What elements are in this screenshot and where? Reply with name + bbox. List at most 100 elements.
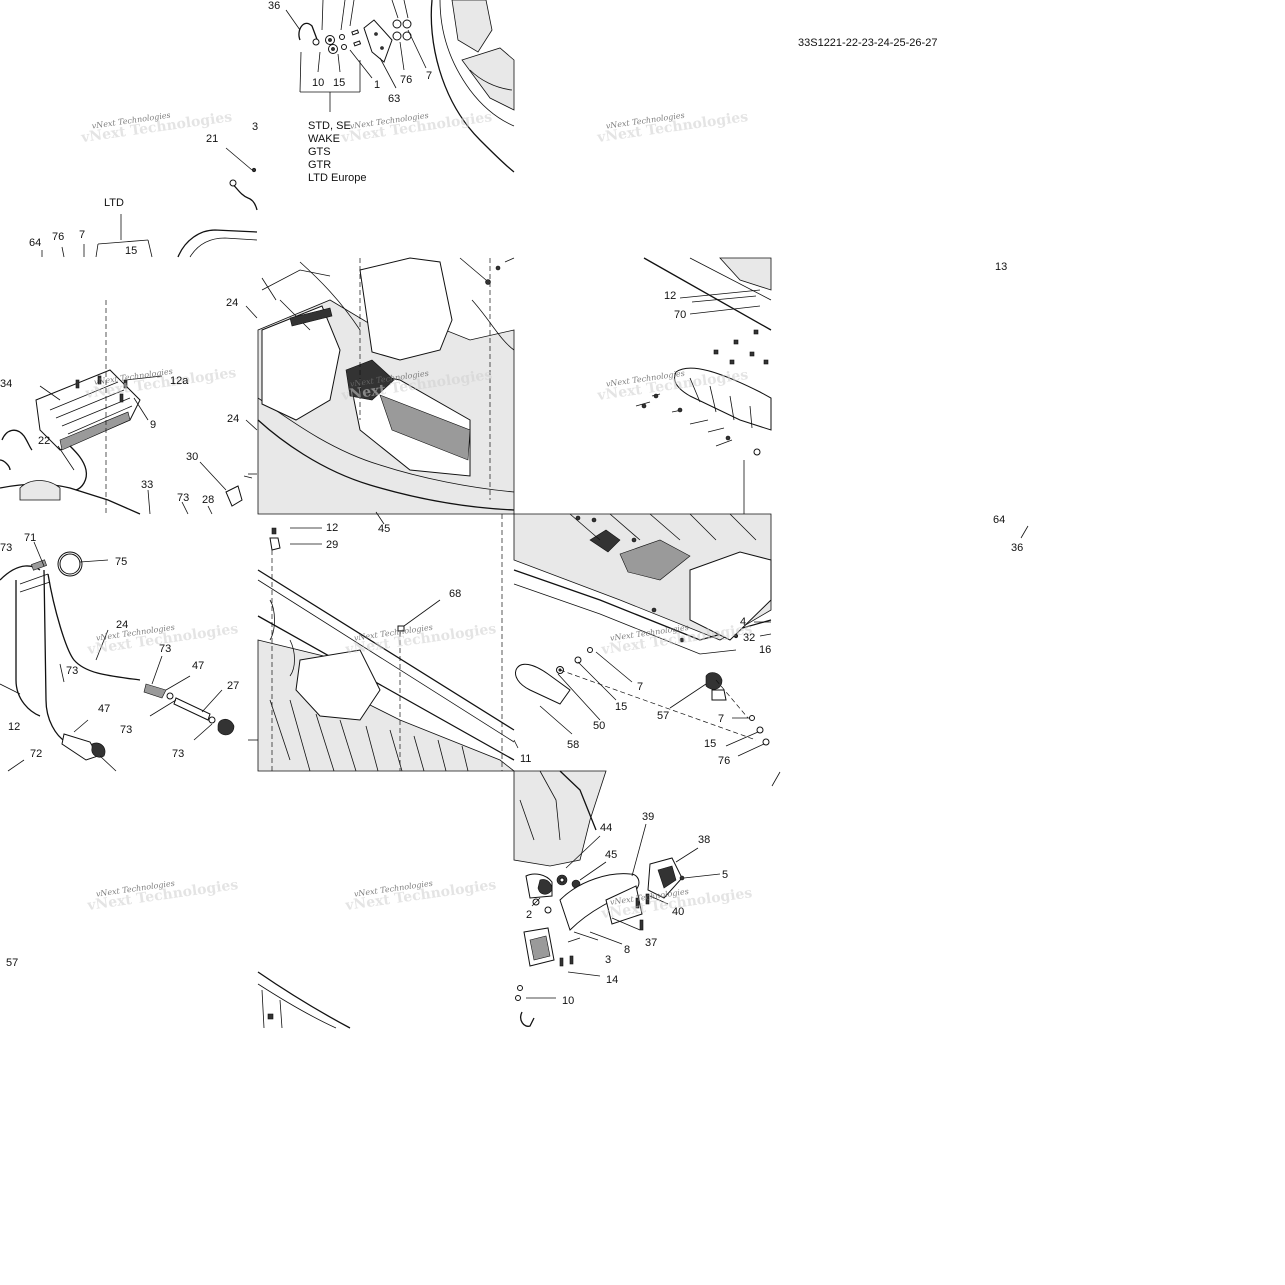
grab-handle	[674, 367, 772, 431]
callout: 39	[642, 811, 654, 823]
callout: 15	[615, 701, 627, 713]
callout: 58	[567, 739, 579, 751]
tile-left-vent	[0, 300, 258, 515]
callout: 63	[388, 93, 400, 105]
callout: 2	[526, 909, 532, 921]
callout: 14	[606, 974, 618, 986]
callout: 22	[38, 435, 50, 447]
callout: 68	[449, 588, 461, 600]
tile-far-right	[1020, 525, 1029, 539]
callout: 37	[645, 937, 657, 949]
tile-top-left	[41, 147, 258, 258]
callout: 24	[116, 619, 128, 631]
tile-center-grate	[257, 514, 519, 772]
tile-right-handle	[635, 257, 772, 514]
callout: 76	[718, 755, 730, 767]
variant-gts: GTS	[308, 146, 331, 158]
callout: 1	[374, 79, 380, 91]
callout: 73	[66, 665, 78, 677]
callout: 12	[326, 522, 338, 534]
callout: 15	[704, 738, 716, 750]
callout: 27	[227, 680, 239, 692]
callout: 71	[24, 532, 36, 544]
callout: 4	[740, 616, 746, 628]
callout: 13	[995, 261, 1007, 273]
callout: 47	[192, 660, 204, 672]
callout: 33	[141, 479, 153, 491]
callout: 29	[326, 539, 338, 551]
callout: 15	[125, 245, 137, 257]
callout: 12a	[170, 375, 189, 387]
cover-plate	[363, 19, 393, 63]
variant-ltd: LTD	[104, 197, 124, 209]
callout: 45	[605, 849, 617, 861]
callout: 3	[605, 954, 611, 966]
callout: 75	[115, 556, 127, 568]
tile-right-rear	[513, 513, 781, 787]
callout: 70	[674, 309, 686, 321]
hull-outline	[430, 0, 515, 173]
tile-left-hoses	[0, 541, 258, 772]
seat-block	[359, 257, 453, 361]
callout: 45	[378, 523, 390, 535]
callout: 73	[172, 748, 184, 760]
tile-lower-center	[257, 971, 351, 1029]
callout: 12	[8, 721, 20, 733]
hull-rail	[257, 419, 515, 511]
variant-std-se: STD, SE	[308, 120, 351, 132]
callout: 7	[79, 229, 85, 241]
callout: 57	[6, 957, 18, 969]
callout: 11	[520, 753, 531, 765]
callout: 7	[718, 713, 724, 725]
callout: 64	[993, 514, 1005, 526]
callout: 10	[312, 77, 324, 89]
deck-edge	[643, 257, 772, 331]
callout: 32	[743, 632, 755, 644]
callout: 76	[52, 231, 64, 243]
callout: 40	[672, 906, 684, 918]
callout: 16	[759, 644, 771, 656]
drawing-reference: 33S1221-22-23-24-25-26-27	[798, 37, 937, 49]
callout: 5	[722, 869, 728, 881]
callout: 3	[252, 121, 258, 133]
callout: 8	[624, 944, 630, 956]
callout: 73	[159, 643, 171, 655]
callout: 72	[30, 748, 42, 760]
callout: 10	[562, 995, 574, 1007]
handle-bar	[559, 873, 640, 931]
callout: 21	[206, 133, 218, 145]
variant-gtr: GTR	[308, 159, 331, 171]
variant-wake: WAKE	[308, 133, 340, 145]
callout: 73	[120, 724, 132, 736]
callout: 36	[268, 0, 280, 12]
callout: 73	[177, 492, 189, 504]
callout: 34	[0, 378, 12, 390]
storage-lid	[295, 649, 381, 721]
callout: 57	[657, 710, 669, 722]
callout: 44	[600, 822, 612, 834]
callout: 30	[186, 451, 198, 463]
callout: 73	[0, 542, 12, 554]
callout: 28	[202, 494, 214, 506]
callout: 7	[426, 70, 432, 82]
variant-ltd-europe: LTD Europe	[308, 172, 367, 184]
callout: 64	[29, 237, 41, 249]
callout: 50	[593, 720, 605, 732]
callout: 12	[664, 290, 676, 302]
tile-center-hull	[257, 257, 515, 525]
callout: 15	[333, 77, 345, 89]
tile-top-center	[285, 0, 515, 173]
side-rail	[257, 615, 515, 761]
callout: 24	[227, 413, 239, 425]
callout: 76	[400, 74, 412, 86]
tile-lower-right	[513, 770, 721, 1027]
clip-part	[298, 22, 319, 43]
callout: 36	[1011, 542, 1023, 554]
callout: 47	[98, 703, 110, 715]
fuel-hose	[0, 565, 41, 717]
callout: 24	[226, 297, 238, 309]
rear-platform	[689, 551, 772, 641]
callout: 38	[698, 834, 710, 846]
